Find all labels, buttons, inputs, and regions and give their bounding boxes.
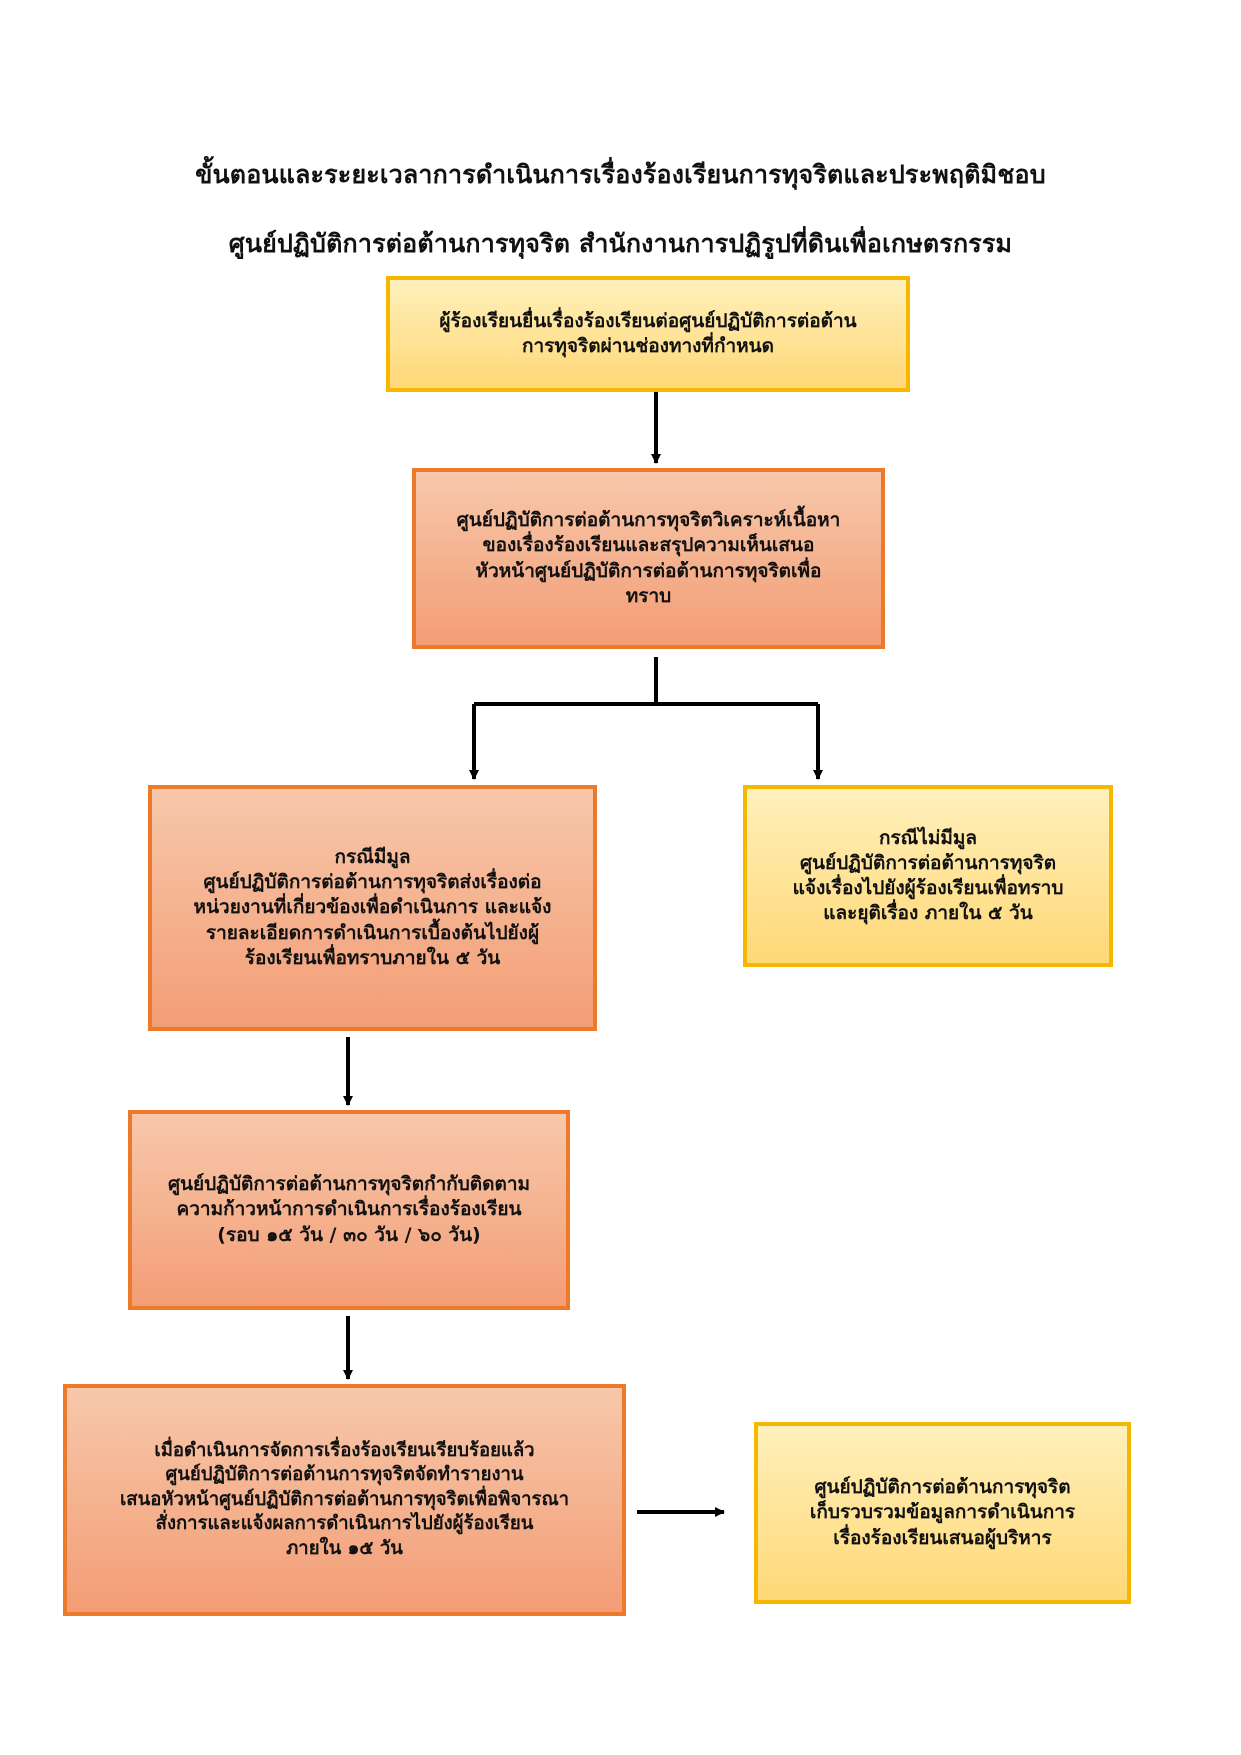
box-text-line: ภายใน ๑๕ วัน — [286, 1537, 403, 1559]
step-no-grounds-box: กรณีไม่มีมูล ศูนย์ปฏิบัติการต่อต้านการทุ… — [743, 785, 1113, 967]
box-text-line: เก็บรวบรวมข้อมูลการดำเนินการ — [809, 1501, 1076, 1524]
page-title: ขั้นตอนและระยะเวลาการดำเนินการเรื่องร้อง… — [195, 160, 1046, 189]
box-text-line: และยุติเรื่อง ภายใน ๕ วัน — [823, 902, 1033, 925]
box-heading: กรณีมีมูล — [334, 846, 411, 869]
step-analyze-complaint-box: ศูนย์ปฏิบัติการต่อต้านการทุจริตวิเคราะห์… — [412, 468, 885, 649]
box-text-line: เมื่อดำเนินการจัดการเรื่องร้องเรียนเรียบ… — [154, 1439, 535, 1461]
box-text-line: (รอบ ๑๕ วัน / ๓๐ วัน / ๖๐ วัน) — [217, 1223, 481, 1246]
box-text-line: สั่งการและแจ้งผลการดำเนินการไปยังผู้ร้อง… — [155, 1513, 534, 1535]
step-report-result-box: เมื่อดำเนินการจัดการเรื่องร้องเรียนเรียบ… — [63, 1384, 626, 1616]
step-has-grounds-box: กรณีมีมูล ศูนย์ปฏิบัติการต่อต้านการทุจริ… — [148, 785, 597, 1031]
box-text-line: ศูนย์ปฏิบัติการต่อต้านการทุจริตวิเคราะห์… — [456, 509, 841, 532]
box-text-line: ร้องเรียนเพื่อทราบภายใน ๕ วัน — [244, 946, 501, 969]
box-text-line: หัวหน้าศูนย์ปฏิบัติการต่อต้านการทุจริตเพ… — [475, 559, 822, 582]
box-text-line: ศูนย์ปฏิบัติการต่อต้านการทุจริตจัดทำรายง… — [165, 1464, 524, 1486]
box-heading: กรณีไม่มีมูล — [878, 826, 978, 849]
box-text-line: ทราบ — [625, 584, 672, 607]
page-subtitle: ศูนย์ปฏิบัติการต่อต้านการทุจริต สำนักงาน… — [228, 229, 1013, 258]
box-text-line: ศูนย์ปฏิบัติการต่อต้านการทุจริต — [799, 851, 1057, 874]
box-text-line: รายละเอียดการดำเนินการเบื้องต้นไปยังผู้ — [205, 921, 540, 944]
box-text-line: ศูนย์ปฏิบัติการต่อต้านการทุจริต — [814, 1476, 1071, 1499]
box-text-line: ผู้ร้องเรียนยื่นเรื่องร้องเรียนต่อศูนย์ป… — [439, 309, 857, 332]
step-collect-data-box: ศูนย์ปฏิบัติการต่อต้านการทุจริต เก็บรวบร… — [754, 1422, 1131, 1604]
box-text-line: เสนอหัวหน้าศูนย์ปฏิบัติการต่อต้านการทุจร… — [119, 1488, 570, 1510]
box-text-line: เรื่องร้องเรียนเสนอผู้บริหาร — [833, 1526, 1052, 1549]
box-text-line: แจ้งเรื่องไปยังผู้ร้องเรียนเพื่อทราบ — [792, 877, 1064, 899]
box-text-line: ของเรื่องร้องเรียนและสรุปความเห็นเสนอ — [482, 534, 815, 557]
box-text-line: ความก้าวหน้าการดำเนินการเรื่องร้องเรียน — [176, 1198, 522, 1221]
box-text-line: หน่วยงานที่เกี่ยวข้องเพื่อดำเนินการ และแ… — [193, 896, 552, 919]
step-monitor-progress-box: ศูนย์ปฏิบัติการต่อต้านการทุจริตกำกับติดต… — [128, 1110, 570, 1310]
box-text-line: การทุจริตผ่านช่องทางที่กำหนด — [522, 335, 774, 357]
step-submit-complaint-box: ผู้ร้องเรียนยื่นเรื่องร้องเรียนต่อศูนย์ป… — [386, 276, 910, 392]
box-text-line: ศูนย์ปฏิบัติการต่อต้านการทุจริตกำกับติดต… — [167, 1173, 531, 1196]
box-text-line: ศูนย์ปฏิบัติการต่อต้านการทุจริตส่งเรื่อง… — [203, 871, 542, 894]
